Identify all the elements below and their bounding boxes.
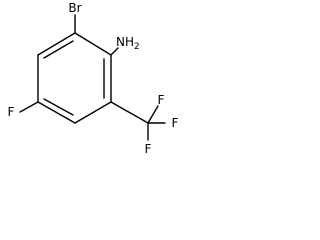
atom-label-nh2: NH2 [116,35,140,52]
atom-label-cf3-f-bottom: F [145,142,152,156]
ring-bond-c4-c5 [37,101,76,124]
atom-label-nh2-subscript: 2 [134,42,140,52]
atom-label-cf3-f-top: F [158,93,165,107]
chemical-structure-diagram: Br NH2 F F F F [8,1,179,156]
ring-double-bond-c6-c1 [43,40,74,59]
atom-label-br: Br [68,1,81,15]
bond-cf3-f-top [147,105,159,124]
atom-labels: Br NH2 F F F F [8,1,179,156]
bond-c3-cf3 [110,101,149,124]
bond-c5-f [19,101,39,113]
benzene-ring [37,32,112,124]
ring-bond-c1-c2 [74,32,112,56]
atom-label-nh: NH [116,35,134,49]
substituent-bonds [19,14,166,141]
ring-double-bond-c4-c5 [43,98,74,116]
atom-label-cf3-f-right: F [172,116,179,130]
bond-c2-nh2 [110,47,119,56]
ring-bond-c3-c4 [74,101,112,124]
atom-label-f-ring: F [8,105,15,119]
ring-bond-c6-c1 [37,32,76,56]
